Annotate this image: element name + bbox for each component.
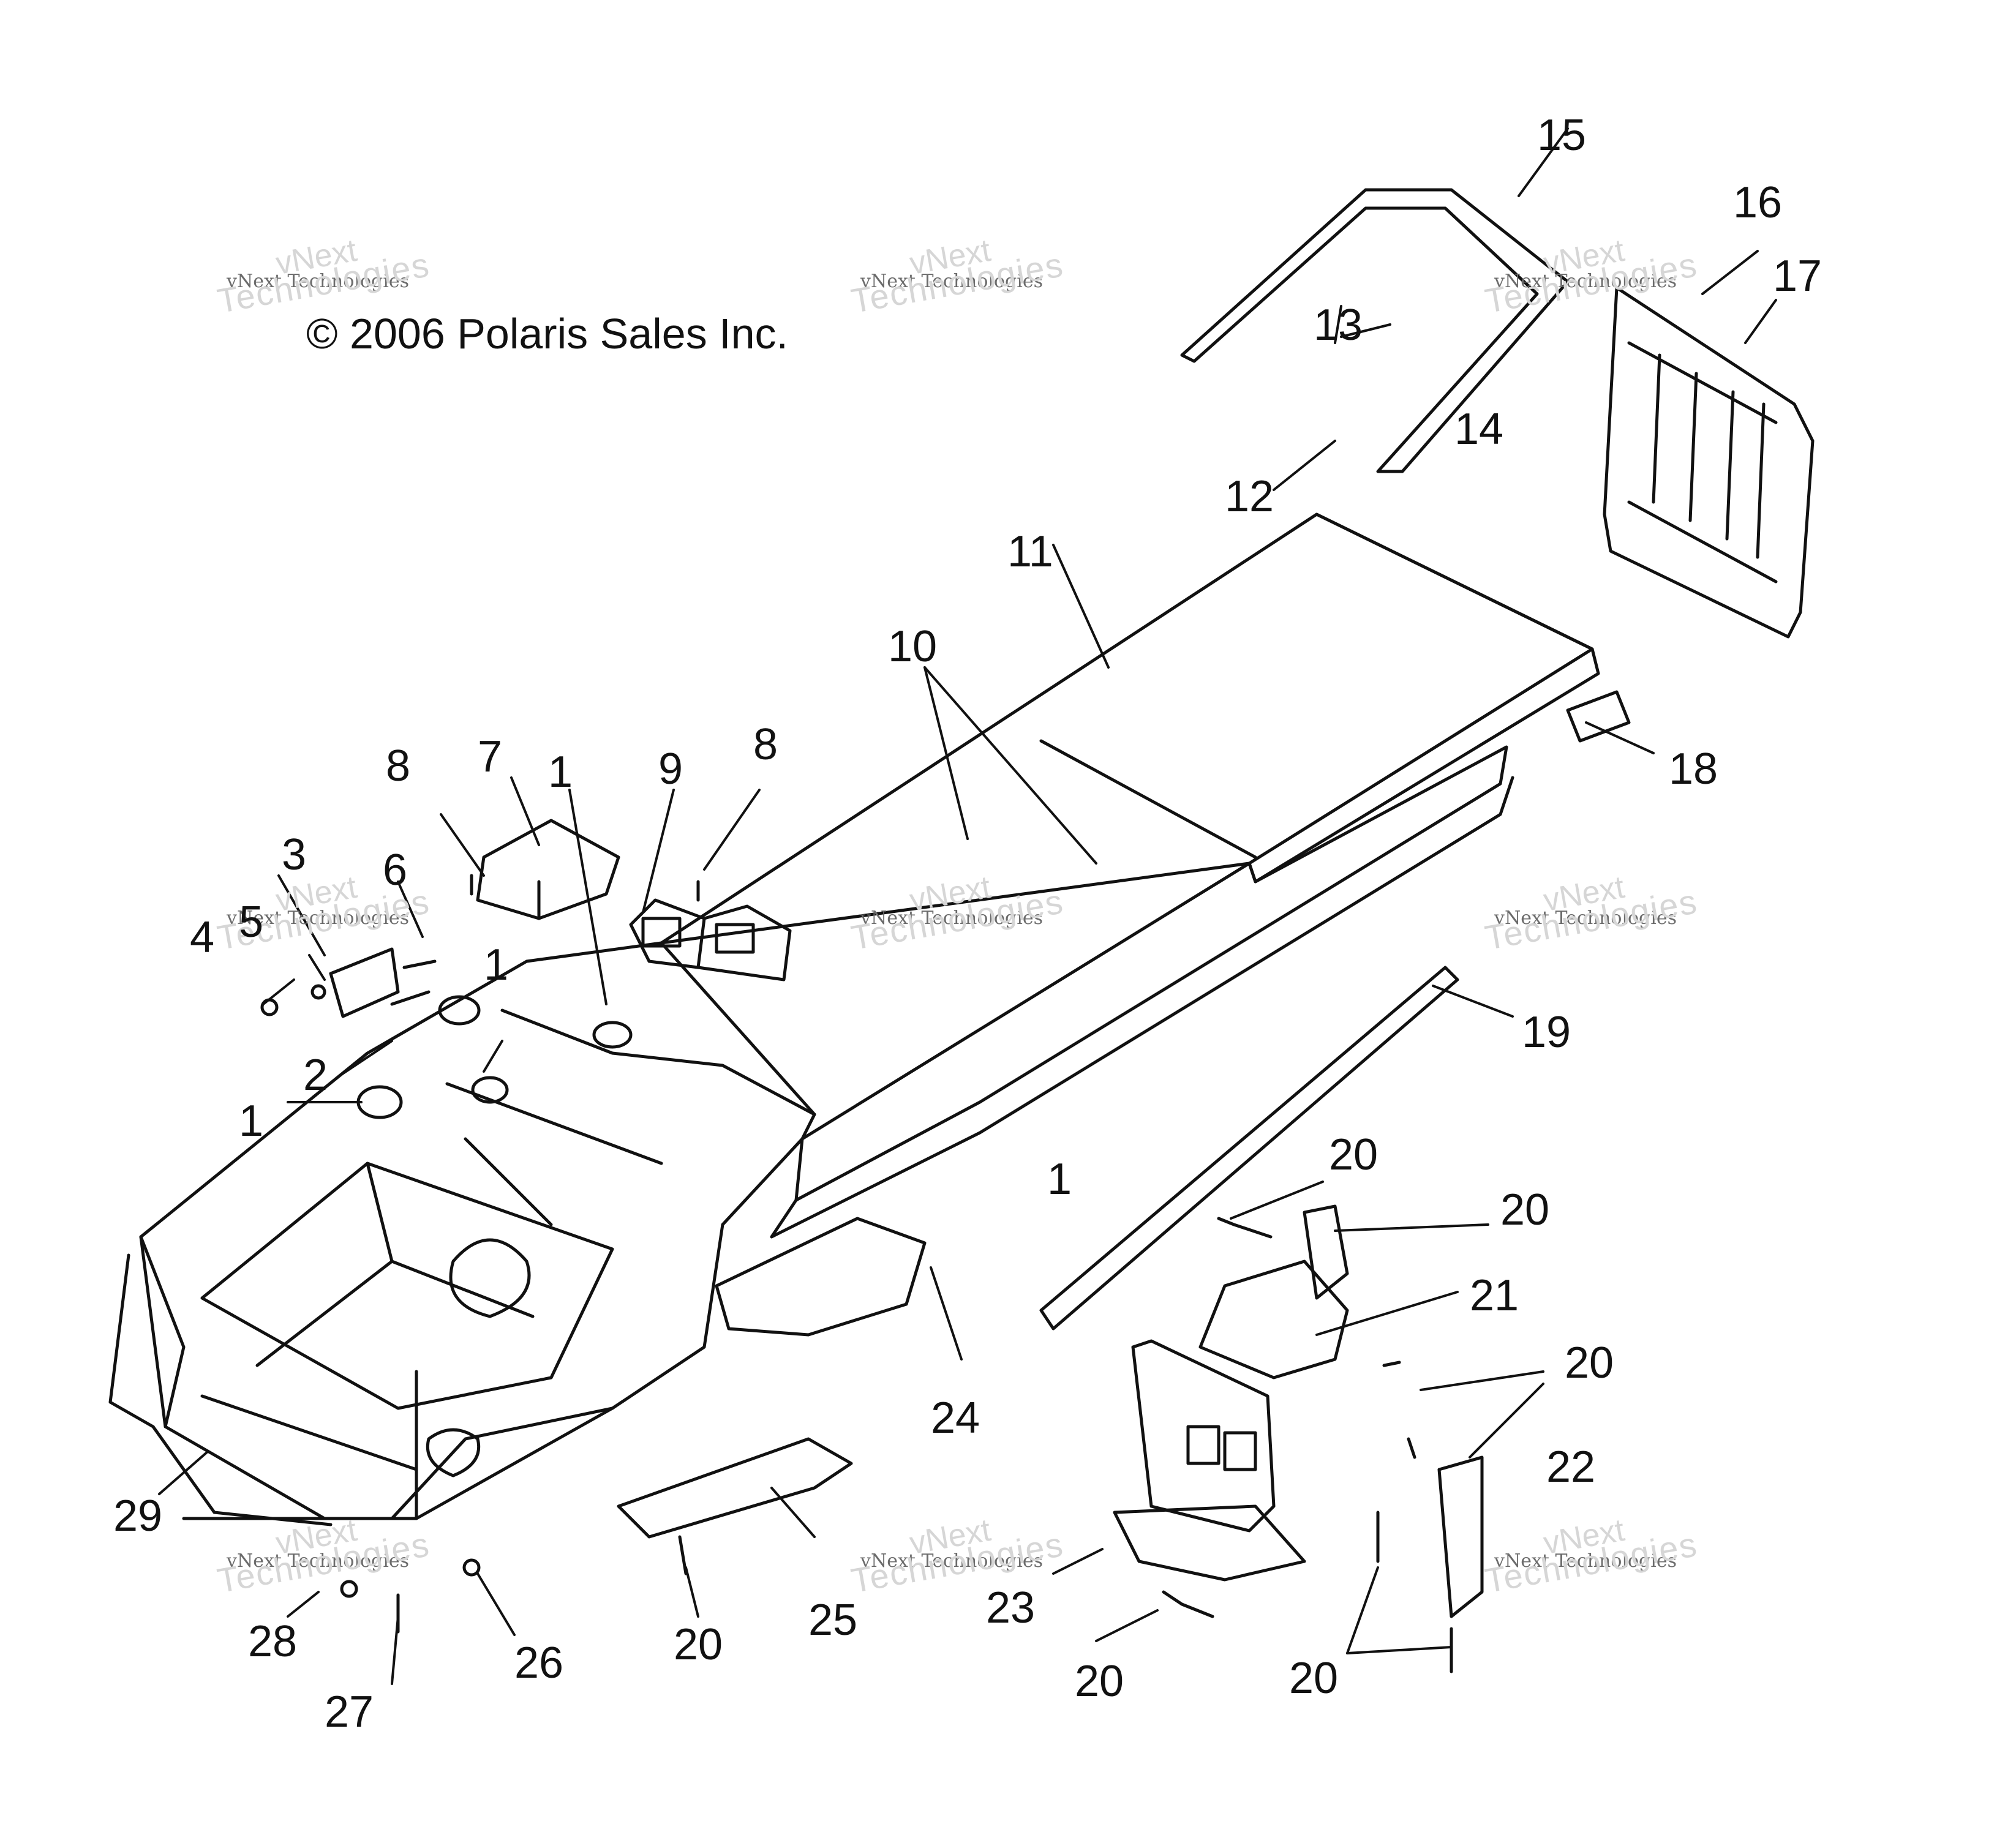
tunnel-top: [660, 512, 1594, 945]
callout-number: 13: [1314, 301, 1363, 350]
callout-number: 18: [1669, 745, 1718, 794]
callout-number: 28: [248, 1617, 298, 1666]
callout-number: 7: [478, 732, 503, 781]
callout-number: 17: [1773, 252, 1822, 301]
callout-number: 22: [1546, 1443, 1596, 1492]
callout-number: 24: [931, 1394, 980, 1443]
callout-number: 20: [1329, 1130, 1378, 1179]
callout-number: 23: [986, 1583, 1036, 1632]
callout-number: 9: [658, 745, 683, 794]
callout-number: 15: [1537, 111, 1587, 160]
callout-number: 20: [1075, 1657, 1124, 1706]
callout-number: 12: [1225, 472, 1274, 521]
callout-number: 20: [1565, 1338, 1614, 1387]
callout-number: 3: [282, 830, 307, 879]
callout-number: 4: [190, 913, 215, 962]
callout-number: 20: [674, 1620, 723, 1669]
callout-number: 19: [1522, 1008, 1571, 1057]
runner: [1039, 966, 1459, 1331]
callout-number: 6: [383, 846, 408, 895]
callout-number: 8: [753, 720, 778, 769]
callout-number: 11: [1007, 527, 1053, 576]
callout-number: 5: [239, 898, 264, 947]
callout-number: 2: [303, 1051, 328, 1100]
callout-number: 29: [113, 1492, 163, 1541]
front-frame: [139, 941, 816, 1520]
callout-number: 1: [548, 748, 573, 797]
callout-number: 26: [514, 1639, 564, 1687]
rear-rack: [1180, 188, 1570, 473]
copyright-notice: © 2006 Polaris Sales Inc.: [306, 310, 788, 358]
callout-number: 25: [808, 1596, 858, 1645]
callout-number: 14: [1454, 405, 1504, 454]
callout-number: 16: [1733, 178, 1783, 227]
callout-number: 20: [1289, 1654, 1339, 1703]
tunnel-side: [794, 745, 1508, 1202]
callout-number: 1: [1047, 1155, 1072, 1204]
callout-number: 21: [1470, 1271, 1519, 1320]
callout-number: 10: [888, 622, 938, 671]
snowflap: [1603, 286, 1815, 639]
callout-number: 1: [484, 940, 509, 989]
callout-number: 27: [325, 1687, 374, 1736]
callout-number: 1: [239, 1097, 264, 1146]
callout-number: 8: [386, 741, 411, 790]
callout-number: 20: [1500, 1185, 1550, 1234]
